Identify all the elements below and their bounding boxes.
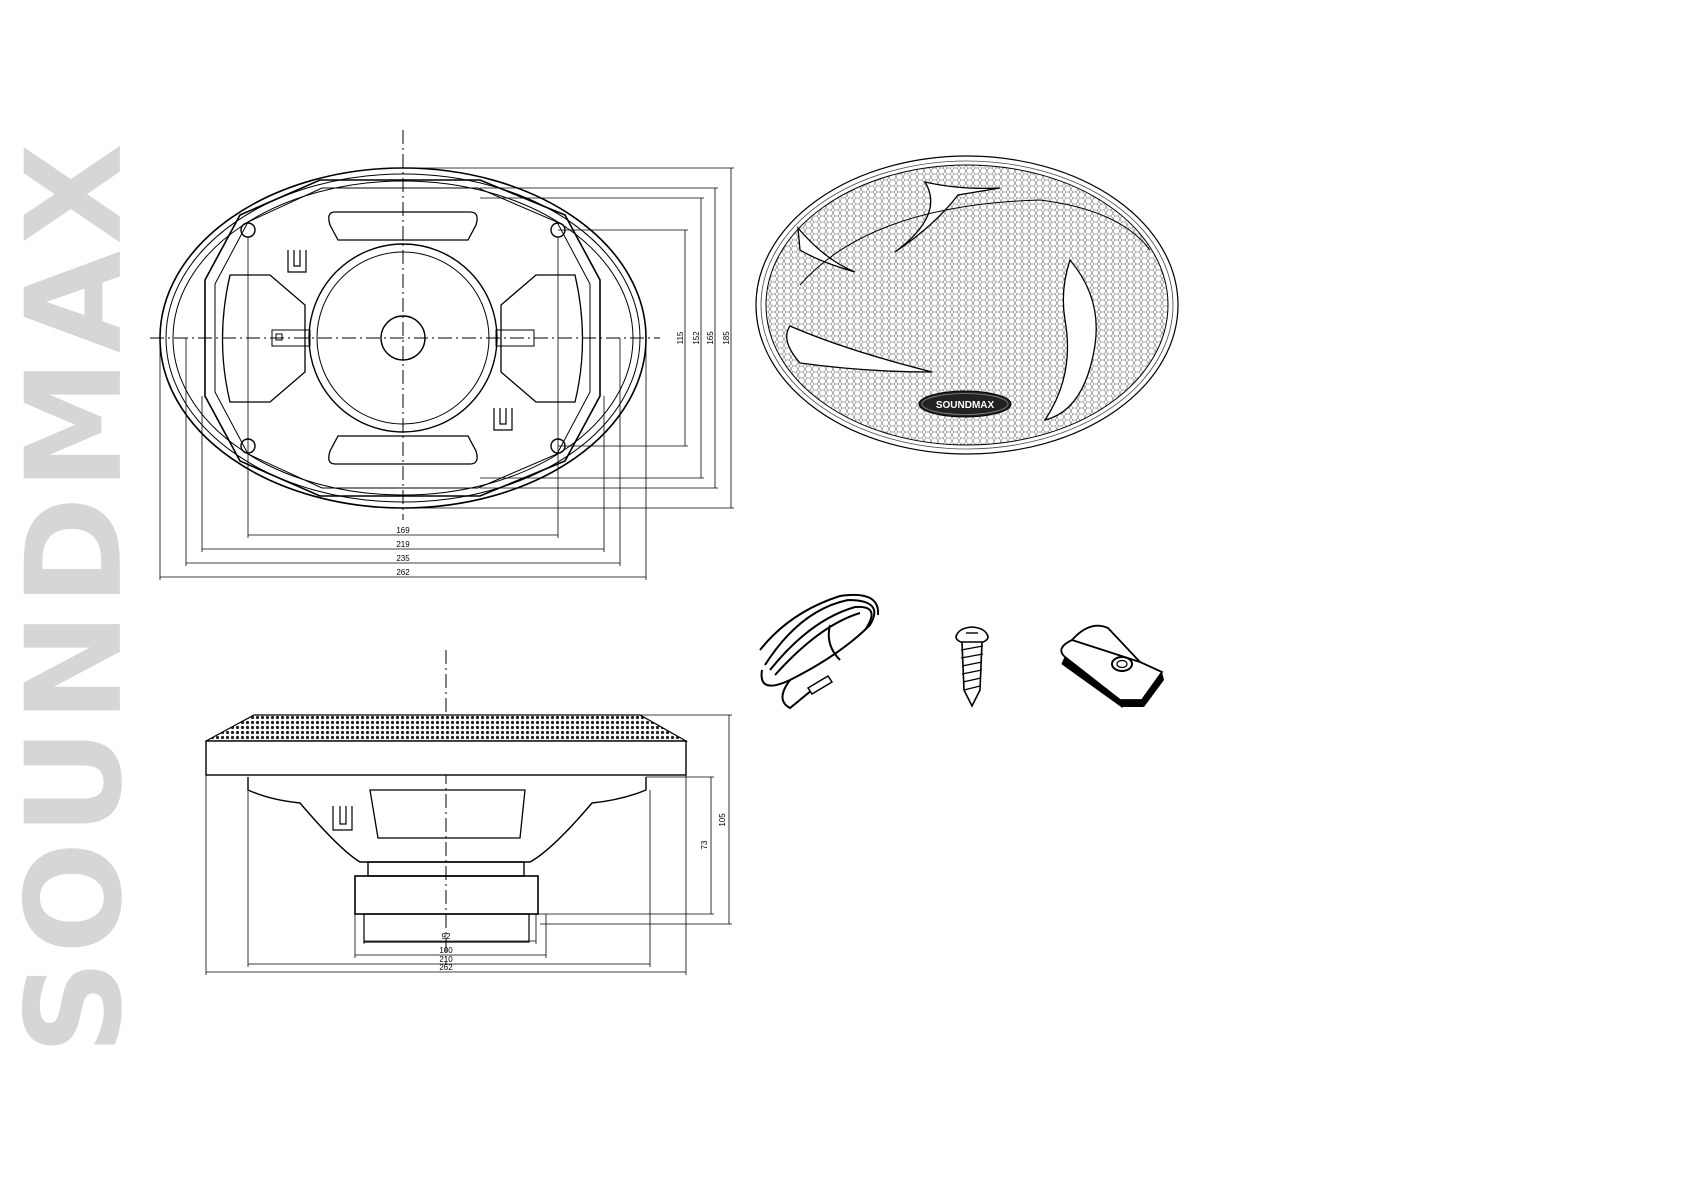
dim-92: 92	[442, 932, 451, 941]
dim-169: 169	[396, 526, 410, 535]
dim-185: 185	[722, 331, 731, 345]
grille-drawing: SOUNDMAX	[756, 156, 1178, 454]
dim-152: 152	[692, 331, 701, 345]
cable-coil-icon	[760, 595, 878, 708]
dim-105: 105	[718, 813, 727, 827]
grille-logo-text: SOUNDMAX	[936, 400, 995, 411]
clip-nut-icon	[1061, 626, 1164, 707]
dim-219: 219	[396, 540, 410, 549]
dim-115: 115	[676, 331, 685, 344]
dim-100: 100	[439, 946, 453, 955]
mount-hole-icon	[241, 223, 255, 237]
screw-icon	[956, 627, 988, 706]
side-grille	[206, 715, 686, 741]
dim-73: 73	[700, 840, 709, 849]
dim-235: 235	[396, 554, 410, 563]
dim-262: 262	[396, 568, 410, 577]
dim-262-side: 262	[439, 963, 453, 972]
side-view-drawing: 92 100 210 262 73 105	[206, 650, 732, 975]
front-view-drawing: 169 219 235 262 115 152 165 185	[150, 130, 734, 580]
dim-165: 165	[706, 331, 715, 345]
